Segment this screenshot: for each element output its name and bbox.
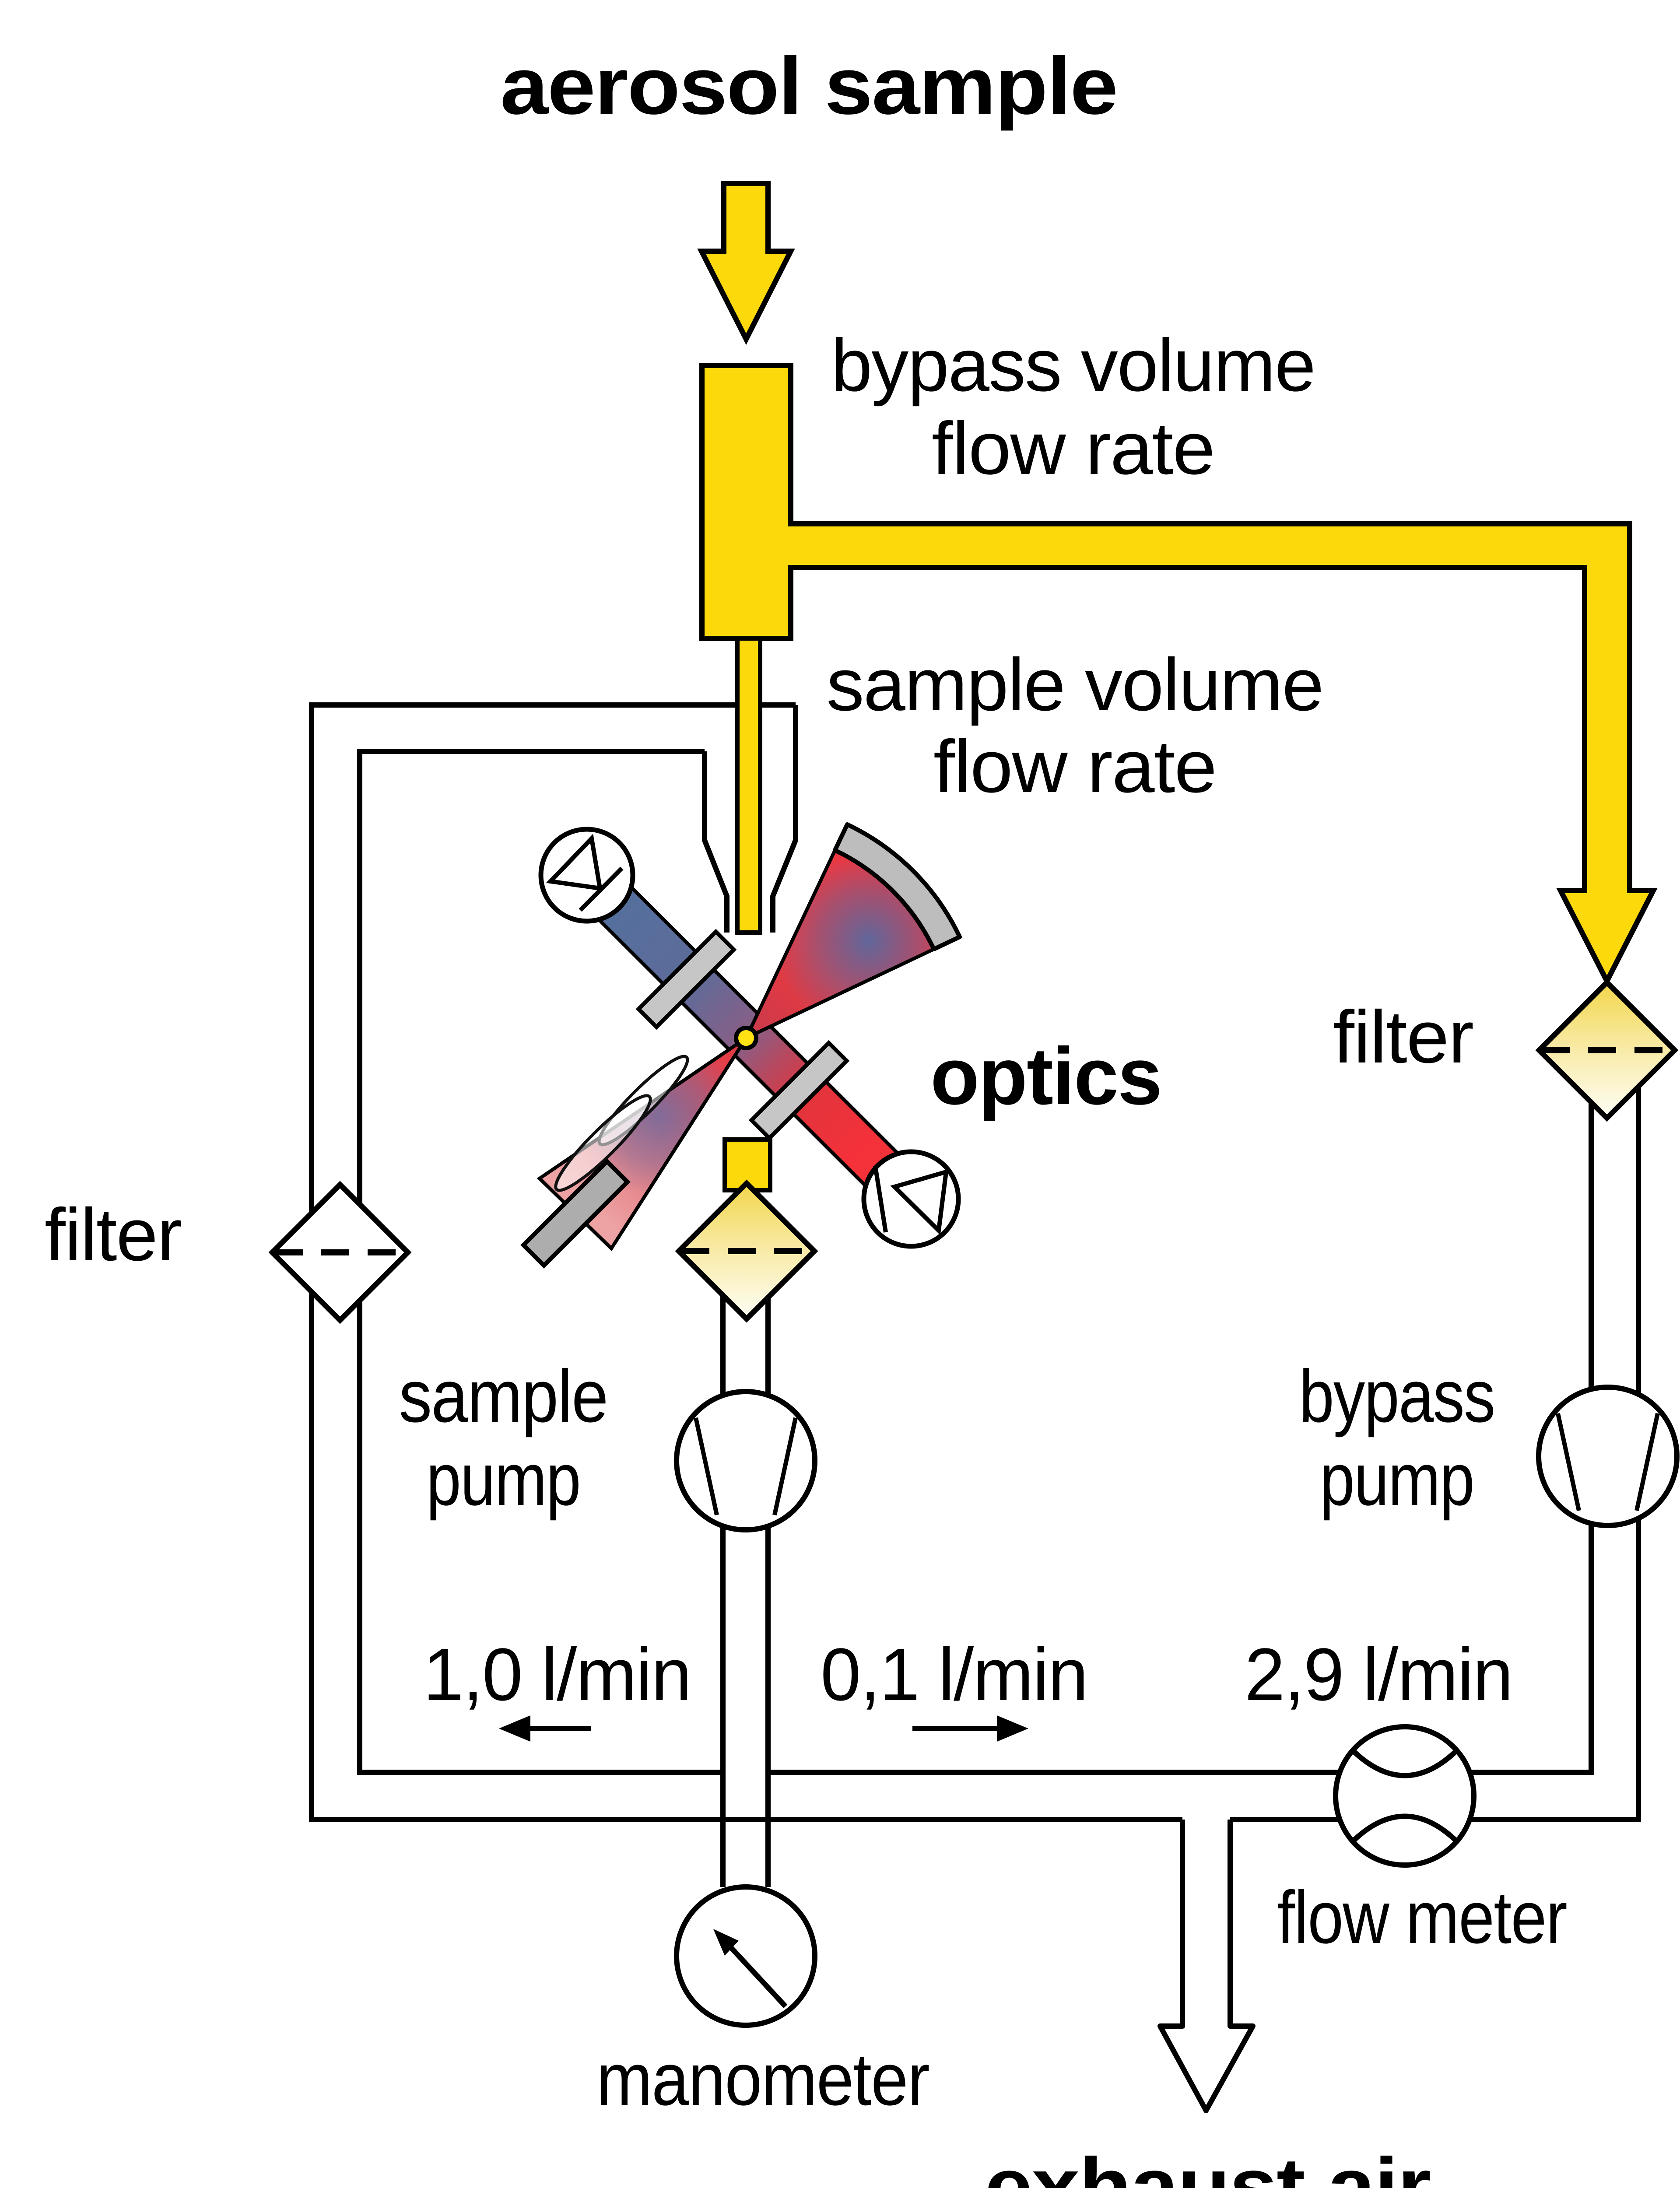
- flow-meter-symbol: [1333, 1724, 1477, 1868]
- filter-left-label: filter: [45, 1193, 181, 1276]
- flow-meter-label: flow meter: [1277, 1876, 1567, 1959]
- flow-rate-bypass: 2,9 l/min: [1245, 1633, 1512, 1716]
- filter-right-label: filter: [1333, 996, 1473, 1079]
- optics-label: optics: [930, 1031, 1161, 1122]
- bypass-flow-label-line2: flow rate: [932, 407, 1214, 490]
- sample-capillary: [735, 636, 762, 935]
- optics-assembly: [520, 822, 962, 1269]
- laser-source-circle: [538, 827, 635, 924]
- manometer-label: manometer: [596, 2038, 929, 2121]
- flow-rate-sample: 0,1 l/min: [821, 1633, 1087, 1716]
- inlet-arrow: [697, 181, 795, 345]
- window-slab-icon-2: [748, 1040, 850, 1141]
- flow-direction-arrows: [499, 1715, 1028, 1742]
- sample-pump-label-line2: pump: [426, 1438, 580, 1521]
- exhaust-label: exhaust air: [985, 2142, 1430, 2188]
- nozzle-right-wall: [770, 705, 798, 933]
- photodetector-icon: [873, 1165, 949, 1235]
- filters: [268, 978, 1679, 1324]
- nozzle-left-wall: [702, 751, 730, 933]
- arrow-right-head: [997, 1715, 1028, 1742]
- aerosol-yellow-path: [697, 181, 1658, 1192]
- lens-icon-2: [554, 1094, 652, 1192]
- laser-diode-icon: [546, 834, 624, 912]
- bypass-pump-symbol: [1536, 1385, 1680, 1528]
- bypass-pump-label-line1: bypass: [1299, 1355, 1495, 1438]
- bypass-flow-label-line1: bypass volume: [831, 324, 1315, 407]
- bypass-pump-label-line2: pump: [1320, 1438, 1474, 1521]
- exhaust-arrow: [1157, 1820, 1256, 2113]
- window-slab-icon-1: [635, 929, 737, 1030]
- sample-flow-label-line1: sample volume: [827, 643, 1323, 726]
- arrow-left-head: [499, 1715, 530, 1742]
- pipe-manifold-inner-right: [768, 1076, 1594, 1775]
- manometer-needle-head: [713, 1929, 739, 1956]
- main-yellow-pipe: [699, 363, 1658, 987]
- flow-rate-sample-loop: 1,0 l/min: [423, 1633, 691, 1716]
- manometer-symbol: [674, 1884, 817, 2028]
- particle-dot: [734, 1026, 758, 1050]
- spherical-mirror-icon: [833, 822, 962, 951]
- sample-pump-label-line1: sample: [399, 1355, 608, 1438]
- flat-mirror-icon: [520, 1158, 631, 1269]
- title: aerosol sample: [500, 41, 1117, 131]
- sample-flow-label-line2: flow rate: [933, 725, 1216, 808]
- sample-pump-symbol: [674, 1389, 817, 1532]
